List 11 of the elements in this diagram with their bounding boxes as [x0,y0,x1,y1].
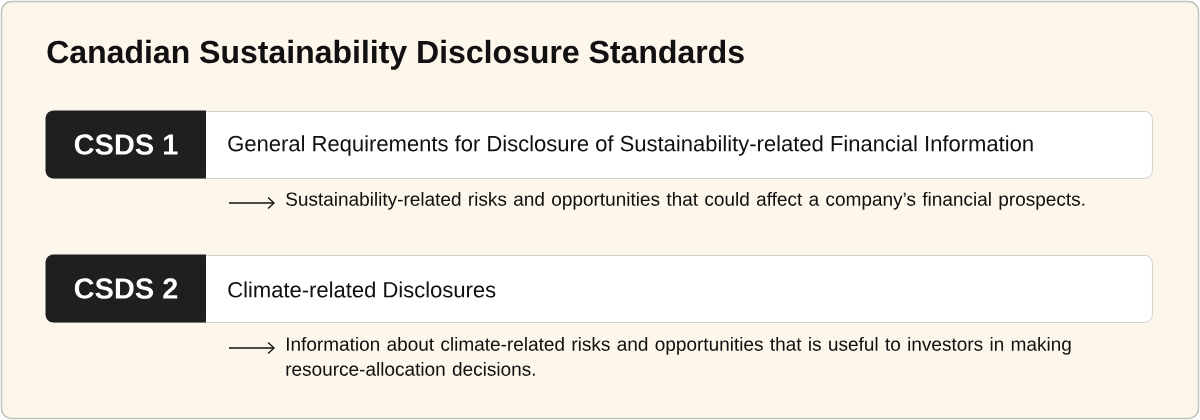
description-text: Sustainability-related risks and opportunities that could affect a company’s financial prospects. [286,191,1085,210]
arrow [228,341,275,355]
code-badge: CSDS 1 [45,110,206,179]
description-text: Information about climate-related risks and opportunities that is useful to investors in making resource-allocation decisions. [286,336,1071,376]
code-badge: CSDS 2 [45,254,206,323]
standard-title: General Requirements for Disclosure of Sustainability-related Financial Information [228,135,1033,156]
standard-box [45,110,1153,179]
standard-title: Climate-related Disclosures [228,281,496,298]
arrow [228,196,275,210]
title: Canadian Sustainability Disclosure Standards [47,39,744,70]
standard-box [45,254,1153,323]
